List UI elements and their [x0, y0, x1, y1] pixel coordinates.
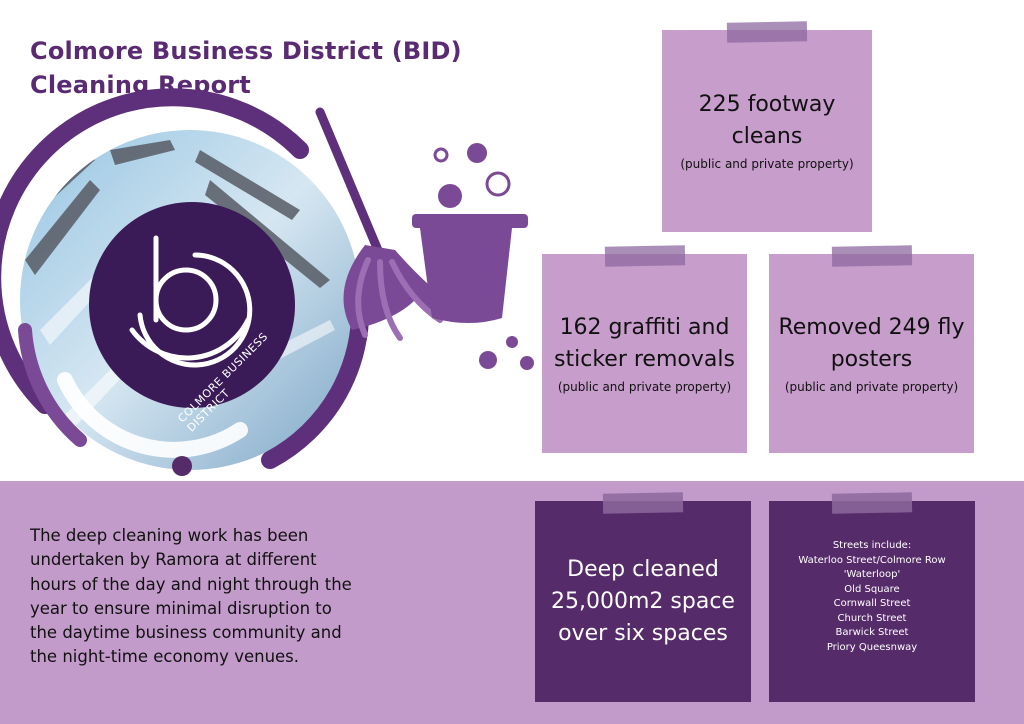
- street-item: Church Street: [837, 612, 907, 624]
- body-line: the daytime business community and: [30, 623, 342, 643]
- bucket-mop-icon: [315, 107, 534, 370]
- b-logo-icon: [129, 235, 253, 368]
- street-item: Priory Queesnway: [826, 641, 918, 653]
- body-line: The deep cleaning work has been: [30, 526, 309, 545]
- deep-clean-note: Deep cleaned 25,000m2 space over six spa…: [535, 492, 751, 702]
- tape: [726, 21, 808, 43]
- streets-note: Streets include: Waterloo Street/Colmore…: [769, 492, 975, 702]
- streets-heading: Streets include:: [832, 540, 912, 551]
- street-item: Cornwall Street: [833, 598, 911, 609]
- footway-headline-1: 225 footway: [698, 92, 836, 117]
- body-line: year to ensure minimal disruption to: [30, 598, 332, 618]
- posters-headline-2: posters: [830, 346, 913, 372]
- posters-headline-1: Removed 249 fly: [778, 314, 965, 340]
- deep-clean-line-3: over six spaces: [558, 620, 728, 646]
- swoosh-arc: [0, 88, 309, 414]
- body-line: hours of the day and night through the: [30, 574, 352, 594]
- deep-clean-line-2: 25,000m2 space: [551, 588, 735, 614]
- graffiti-headline-2: sticker removals: [554, 346, 735, 372]
- tape: [604, 245, 685, 267]
- title-line-1: Colmore Business District (BID): [30, 37, 462, 65]
- deep-clean-line-1: Deep cleaned: [567, 556, 719, 582]
- footway-subtext: (public and private property): [680, 157, 854, 171]
- graffiti-note: 162 graffiti and sticker removals (publi…: [542, 245, 747, 453]
- street-item: Waterloo Street/Colmore Row: [798, 554, 946, 566]
- tape: [602, 492, 684, 514]
- footway-note: 225 footway cleans (public and private p…: [662, 21, 872, 232]
- body-line: the night-time economy venues.: [30, 647, 300, 667]
- posters-note: Removed 249 fly posters (public and priv…: [769, 245, 974, 453]
- posters-subtext: (public and private property): [784, 379, 959, 394]
- tape: [831, 492, 913, 514]
- street-item: Barwick Street: [835, 627, 909, 638]
- body-line: undertaken by Ramora at different: [30, 550, 317, 570]
- street-item: 'Waterloop': [843, 569, 901, 580]
- footway-headline-2: cleans: [731, 124, 803, 149]
- tape: [831, 245, 912, 267]
- logo-illustration: [0, 88, 534, 476]
- graffiti-headline-1: 162 graffiti and: [559, 314, 730, 340]
- street-item: Old Square: [844, 583, 900, 595]
- body-paragraph: The deep cleaning work has been undertak…: [30, 524, 410, 670]
- logo-disk: [89, 202, 295, 408]
- graffiti-subtext: (public and private property): [557, 379, 732, 394]
